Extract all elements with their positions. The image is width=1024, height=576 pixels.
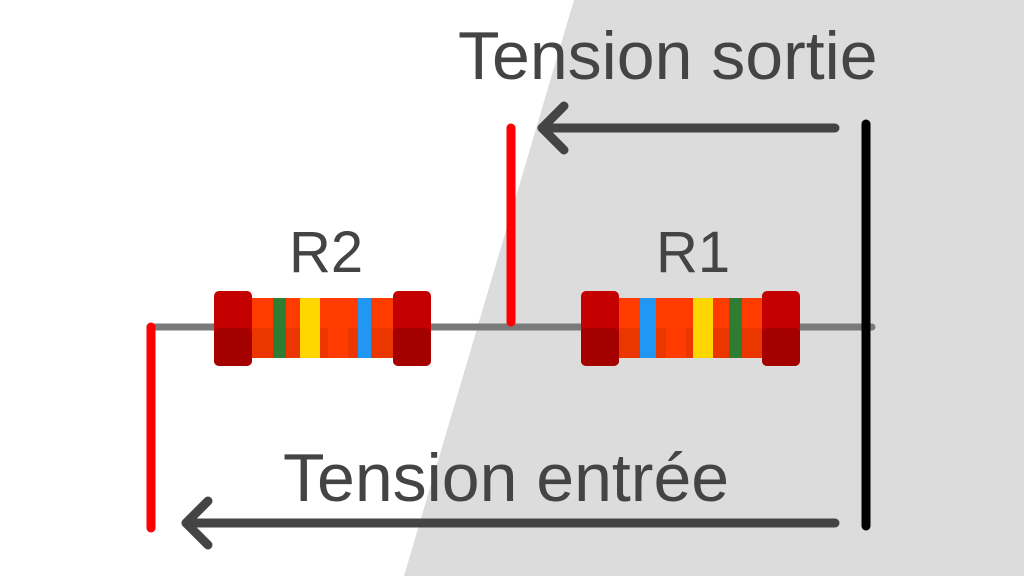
resistor-r2-right-cap-shade [393,328,431,366]
output-voltage-label: Tension sortie [458,18,878,94]
resistor-r2-shade [233,328,409,358]
resistor-r1 [581,291,800,366]
resistor-r1-shade [600,328,776,358]
resistor-r2-band-4 [358,298,371,358]
resistor-r2-band-2 [300,298,320,358]
r1-label: R1 [656,220,731,285]
input-arrow-icon [181,496,840,550]
output-arrow-icon [537,101,840,155]
resistor-r2-band-1 [273,298,286,358]
input-voltage-label: Tension entrée [283,440,730,516]
resistor-r1-right-cap-shade [762,328,800,366]
resistor-r1-band-1 [640,298,656,358]
resistor-r1-band-2 [666,298,686,358]
resistor-r2-body [233,298,409,358]
resistor-r2-band-3 [328,298,348,358]
resistor-r1-band-3 [693,298,713,358]
resistor-r2 [214,291,431,366]
resistor-r1-body [600,298,776,358]
r2-label: R2 [289,220,364,285]
resistor-r1-band-4 [729,298,742,358]
resistor-r1-left-cap-shade [581,328,619,366]
resistor-r2-left-cap-shade [214,328,252,366]
